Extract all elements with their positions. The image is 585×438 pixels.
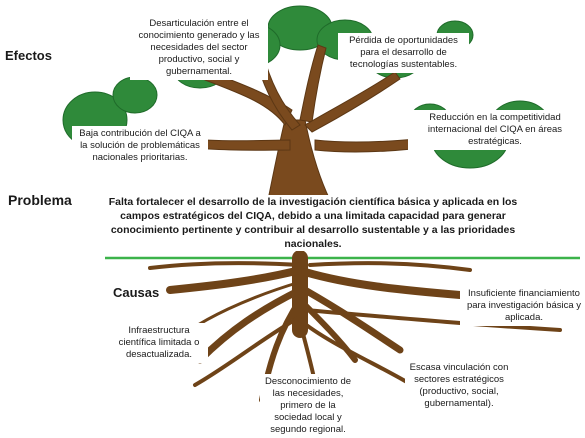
effect-box-4: Reducción en la competitividad internaci… bbox=[408, 110, 582, 150]
effect-box-3: Baja contribución del CIQA a la solución… bbox=[72, 126, 208, 166]
effect-box-2: Pérdida de oportunidades para el desarro… bbox=[338, 33, 469, 73]
problema-label: Problema bbox=[8, 192, 72, 208]
tree-trunk bbox=[127, 44, 463, 201]
cause-box-2: Infraestructura científica limitada o de… bbox=[110, 323, 208, 363]
problem-statement: Falta fortalecer el desarrollo de la inv… bbox=[108, 195, 518, 251]
cause-box-1: Insuficiente financiamiento para investi… bbox=[460, 286, 585, 326]
cause-box-4: Desconocimiento de las necesidades, prim… bbox=[260, 374, 356, 438]
causas-label: Causas bbox=[113, 285, 160, 300]
cause-box-3: Escasa vinculación con sectores estratég… bbox=[405, 360, 513, 412]
efectos-label: Efectos bbox=[5, 48, 52, 63]
effect-box-1: Desarticulación entre el conocimiento ge… bbox=[130, 16, 268, 80]
